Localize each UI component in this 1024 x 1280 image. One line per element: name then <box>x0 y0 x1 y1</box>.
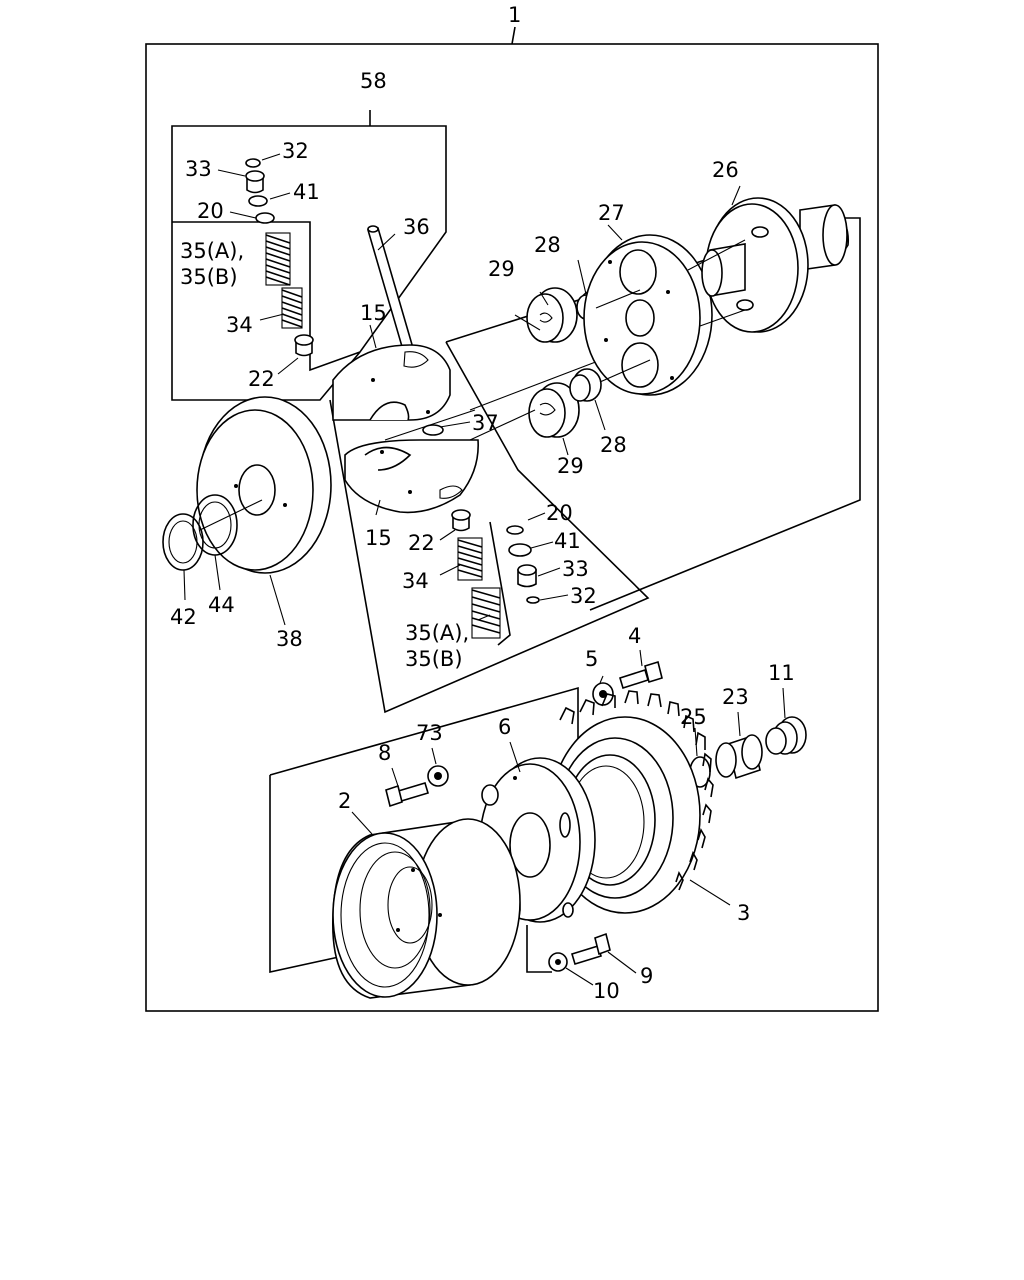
callout-34-upper: 34 <box>226 313 253 337</box>
callout-29-upper: 29 <box>488 257 515 281</box>
callout-38: 38 <box>276 627 303 651</box>
flyweight-15-upper <box>332 344 451 421</box>
callout-8: 8 <box>378 741 391 765</box>
callout-41-lower: 41 <box>554 529 581 553</box>
callout-2: 2 <box>338 789 351 813</box>
callout-36: 36 <box>403 215 430 239</box>
valve-stack-lower <box>451 509 540 646</box>
callout-10: 10 <box>593 979 620 1003</box>
bolt-8 <box>385 782 429 808</box>
governor-block-boundary <box>329 341 650 714</box>
callout-42: 42 <box>170 605 197 629</box>
callout-4: 4 <box>628 624 641 648</box>
callout-3: 3 <box>737 901 750 925</box>
bushing-28-lower <box>569 368 602 402</box>
callout-35b-lower: 35(B) <box>405 647 463 671</box>
callout-11: 11 <box>768 661 795 685</box>
callout-34-lower: 34 <box>402 569 429 593</box>
callout-5: 5 <box>585 647 598 671</box>
callout-15-lower: 15 <box>365 526 392 550</box>
callout-37: 37 <box>472 411 499 435</box>
callout-26: 26 <box>712 158 739 182</box>
weight-holder-27 <box>583 234 713 396</box>
collar-29-upper <box>526 287 578 343</box>
callout-33-lower: 33 <box>562 557 589 581</box>
plug-11 <box>765 716 807 755</box>
bushing-23 <box>715 734 763 780</box>
callout-27: 27 <box>598 201 625 225</box>
callout-9: 9 <box>640 964 653 988</box>
washer-37 <box>422 424 444 436</box>
callout-28-upper: 28 <box>534 233 561 257</box>
callout-58: 58 <box>360 69 387 93</box>
snap-ring-42 <box>162 513 204 571</box>
callout-29-lower: 29 <box>557 454 584 478</box>
callout-15-upper: 15 <box>360 301 387 325</box>
drum-housing-2 <box>332 818 521 999</box>
callout-35a-lower: 35(A), <box>405 621 469 645</box>
callout-32-lower: 32 <box>570 584 597 608</box>
drive-shaft-26 <box>701 197 850 333</box>
bolt-4 <box>619 660 663 690</box>
callout-22-lower: 22 <box>408 531 435 555</box>
callout-20-upper: 20 <box>197 199 224 223</box>
callout-23: 23 <box>722 685 749 709</box>
callout-6: 6 <box>498 715 511 739</box>
callout-25: 25 <box>680 705 707 729</box>
callout-1: 1 <box>508 3 521 27</box>
callout-35a-upper: 35(A), <box>180 239 244 263</box>
bolt-9 <box>571 932 611 966</box>
leader-lines <box>183 153 786 986</box>
callout-35b-upper: 35(B) <box>180 265 238 289</box>
callout-73: 73 <box>416 721 443 745</box>
callout-44: 44 <box>208 593 235 617</box>
callout-20-lower: 20 <box>546 501 573 525</box>
callout-33-upper: 33 <box>185 157 212 181</box>
callout-32-upper: 32 <box>282 139 309 163</box>
cover-plate-38 <box>196 396 332 574</box>
callout-22-upper: 22 <box>248 367 275 391</box>
callout-28-lower: 28 <box>600 433 627 457</box>
flyweight-15-lower <box>344 439 479 514</box>
valve-stack-58 <box>245 158 314 357</box>
callout-41-upper: 41 <box>293 180 320 204</box>
